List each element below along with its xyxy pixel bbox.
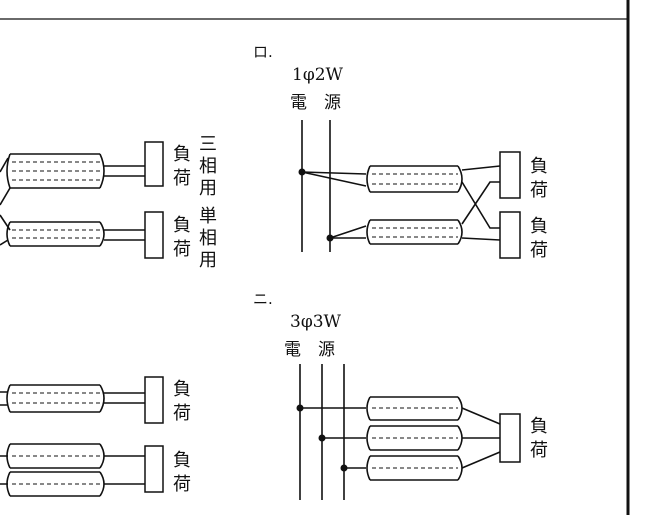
load-label-top: 負 bbox=[173, 379, 191, 400]
cable bbox=[6, 384, 105, 413]
load-label-top: 負 bbox=[530, 216, 548, 237]
supply-type: 1φ2W bbox=[292, 65, 344, 85]
panel-marker: ロ. bbox=[253, 43, 273, 61]
source-label: 電 源 bbox=[290, 93, 341, 113]
panel-ro: ロ. 1φ2W 電 源 負 bbox=[253, 43, 548, 261]
panel-i-partial: 負 荷 三 相 用 負 荷 単 相 用 bbox=[0, 134, 217, 271]
load-label-top: 負 bbox=[530, 156, 548, 177]
load-label-top: 負 bbox=[173, 144, 191, 165]
load-box bbox=[144, 445, 164, 493]
load-label-bottom: 荷 bbox=[173, 168, 191, 189]
load-label-top: 負 bbox=[173, 450, 191, 471]
load-label-bottom: 荷 bbox=[530, 180, 548, 201]
load-note: 三 bbox=[199, 134, 217, 155]
panel-ni: ニ. 3φ3W 電 源 負 荷 bbox=[253, 290, 548, 500]
load-box bbox=[144, 211, 164, 259]
cable bbox=[6, 443, 105, 497]
cable bbox=[6, 221, 105, 247]
load-label-bottom: 荷 bbox=[173, 403, 191, 424]
load-box bbox=[499, 211, 521, 259]
load-box bbox=[499, 413, 521, 463]
load-label-top: 負 bbox=[173, 215, 191, 236]
load-note: 相 bbox=[199, 228, 217, 249]
cable bbox=[6, 153, 105, 189]
load-note: 用 bbox=[199, 250, 217, 271]
cable bbox=[366, 396, 463, 481]
load-label-bottom: 荷 bbox=[173, 474, 191, 495]
cable bbox=[366, 165, 463, 193]
supply-type: 3φ3W bbox=[290, 312, 342, 332]
source-label: 電 源 bbox=[284, 340, 335, 360]
load-note: 単 bbox=[199, 206, 217, 227]
load-box bbox=[144, 376, 164, 424]
load-label-top: 負 bbox=[530, 416, 548, 437]
load-box bbox=[144, 141, 164, 187]
panel-marker: ニ. bbox=[253, 290, 273, 308]
load-note: 相 bbox=[199, 156, 217, 177]
panel-ha-partial: 負 荷 負 荷 bbox=[0, 376, 191, 497]
cable bbox=[366, 219, 463, 245]
load-label-bottom: 荷 bbox=[530, 240, 548, 261]
load-note: 用 bbox=[199, 178, 217, 199]
load-label-bottom: 荷 bbox=[530, 440, 548, 461]
load-label-bottom: 荷 bbox=[173, 239, 191, 260]
load-box bbox=[499, 151, 521, 199]
